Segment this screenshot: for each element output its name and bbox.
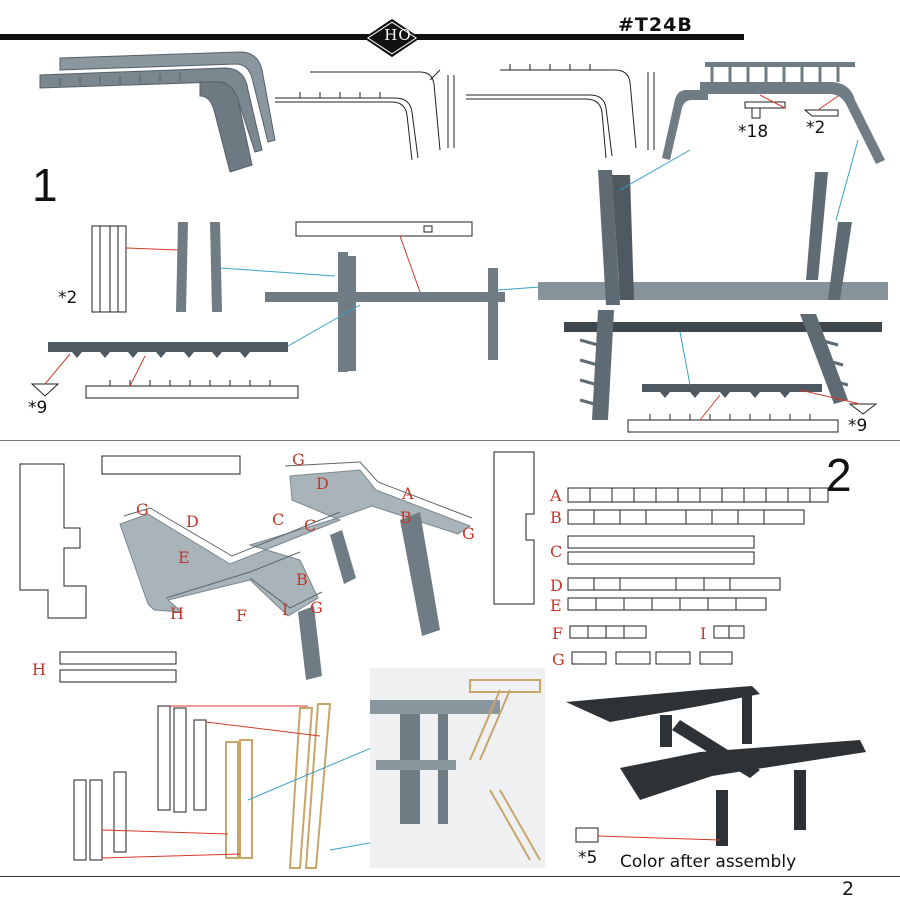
toothed-beam-photo	[48, 342, 288, 358]
plate-top-outline	[101, 455, 241, 475]
qty-2-left: *2	[58, 288, 78, 308]
floor-plate-left-outline	[19, 463, 87, 619]
small-triangle-part-right	[848, 403, 878, 415]
photo-label-g2: G	[462, 524, 475, 543]
bracket-line-drawing-1	[275, 69, 455, 161]
photo-label-h: H	[170, 604, 184, 623]
photo-label-g3: G	[136, 500, 149, 519]
ladder-line-drawings	[73, 705, 207, 861]
qty-2-top: *2	[806, 118, 826, 138]
page-number: 2	[842, 878, 855, 900]
floor-plate-right-outline	[493, 451, 535, 605]
photo-label-i: I	[282, 600, 289, 619]
bracket-part-photo	[39, 51, 276, 173]
label-b: B	[550, 508, 562, 527]
qty-5: *5	[578, 848, 598, 868]
photo-label-b1: B	[400, 508, 412, 527]
photo-label-c1: C	[272, 510, 285, 529]
small-beam-photo	[642, 384, 822, 398]
bracket-assembled-photo	[662, 62, 885, 164]
brass-ladders	[225, 703, 332, 869]
qty-9-left: *9	[28, 398, 48, 418]
logo-text: HO	[384, 26, 412, 44]
photo-label-e: E	[178, 548, 190, 567]
column-line-drawing	[91, 225, 127, 313]
footer-divider	[0, 876, 900, 877]
label-f: F	[552, 624, 564, 643]
qty-18: *18	[738, 122, 769, 142]
logo-diamond-icon	[363, 18, 421, 58]
label-g: G	[552, 650, 565, 669]
photo-label-f: F	[236, 606, 248, 625]
small-part-2	[803, 109, 839, 117]
step-1-number: 1	[32, 159, 58, 211]
photo-label-b2: B	[296, 570, 308, 589]
label-d: D	[550, 576, 563, 595]
photo-label-d2: D	[186, 512, 199, 531]
label-i: I	[700, 624, 707, 643]
photo-label-g4: G	[310, 598, 323, 617]
photo-label-d1: D	[316, 474, 329, 493]
stair-detail-photo	[370, 668, 545, 868]
photo-label-c2: C	[304, 516, 317, 535]
toothed-beam-line-drawing	[85, 380, 299, 399]
label-e: E	[550, 596, 562, 615]
photo-label-g1: G	[292, 450, 305, 469]
section-divider-1	[0, 440, 900, 441]
platform-photo	[119, 469, 472, 617]
model-code: #T24B	[618, 14, 693, 36]
bracket-line-drawing-2	[466, 64, 655, 159]
column-photo	[176, 222, 222, 312]
label-c: C	[550, 542, 563, 561]
railing-strips	[59, 487, 829, 683]
label-h: H	[32, 660, 46, 679]
small-plate-outline	[575, 827, 599, 843]
qty-9-right: *9	[848, 416, 868, 436]
beam-line-drawing	[295, 221, 473, 237]
frame-photo-middle	[265, 252, 505, 372]
small-part-18	[744, 101, 786, 119]
step-2-number: 2	[826, 449, 852, 501]
color-note: Color after assembly	[620, 852, 797, 872]
label-a: A	[550, 486, 562, 505]
photo-label-a: A	[402, 484, 414, 503]
railings	[123, 461, 473, 609]
small-beam-line-drawing	[627, 414, 839, 433]
dark-assembled-model	[566, 686, 866, 846]
